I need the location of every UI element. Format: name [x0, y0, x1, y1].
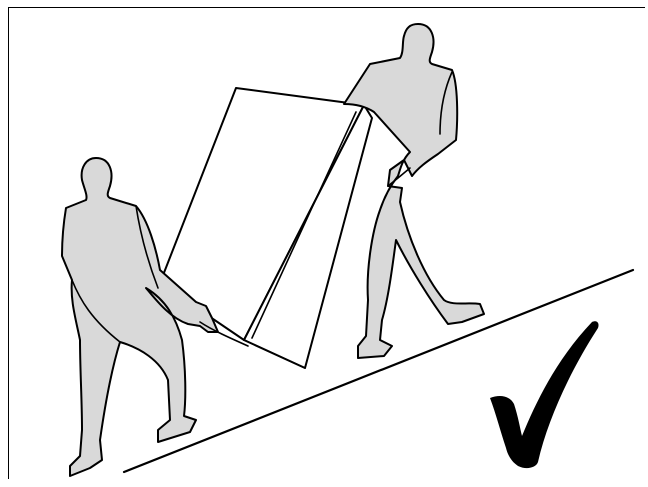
- appliance-box: [160, 88, 372, 368]
- person-figure-right: [344, 24, 484, 358]
- person-silhouette-right: [344, 24, 484, 358]
- checkmark-icon: [490, 321, 599, 468]
